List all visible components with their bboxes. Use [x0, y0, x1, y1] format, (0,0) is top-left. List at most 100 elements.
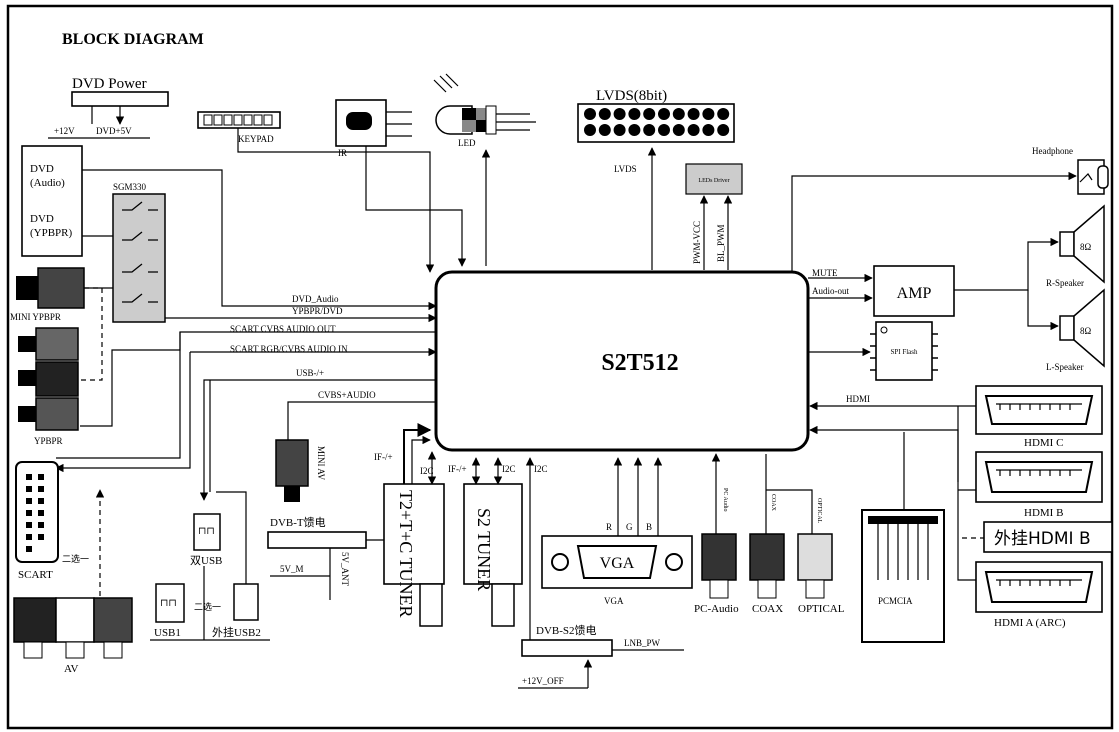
s2-tuner: S2 TUNER: [463, 483, 523, 627]
dvd-ypbpr-label-2: (YPBPR): [30, 227, 73, 239]
hdmi-signal-label: HDMI: [846, 394, 870, 404]
coax-jack: [749, 533, 785, 599]
lvds-pin: [598, 108, 611, 120]
av-jack-2: [55, 597, 95, 643]
page-border: [6, 4, 1114, 730]
ext-usb2-port: [233, 583, 259, 621]
leds-driver-label: LEDs Driver: [698, 178, 729, 184]
signal-scart-in: SCART RGB/CVBS AUDIO IN: [230, 344, 348, 354]
amp-block: [873, 265, 955, 317]
mini-av-label: MINI AV: [316, 446, 326, 481]
keypad-label: KEYPAD: [238, 134, 274, 144]
ext-hdmi-b-box: [983, 521, 1113, 553]
av-label: AV: [64, 663, 79, 675]
lvds-pin: [687, 108, 700, 120]
svg-text:⊓⊓: ⊓⊓: [160, 598, 177, 609]
signal-ypbpr-dvd: YPBPR/DVD: [292, 306, 343, 316]
lvds-pin: [717, 124, 730, 136]
signal-dvd-audio: DVD_Audio: [292, 294, 339, 304]
lvds-pin: [658, 108, 670, 120]
spi-flash-label: SPI Flash: [890, 348, 918, 356]
r-speaker-label: R-Speaker: [1046, 278, 1084, 288]
hdmi-c-port: [975, 385, 1103, 435]
lvds-pin: [672, 108, 685, 120]
i2c-label-2: I2C: [502, 464, 516, 474]
hdmi-a-port: [975, 561, 1103, 613]
vga-b-label: B: [646, 522, 652, 532]
ypbpr-jack-pb: [35, 361, 79, 397]
s2-tuner-label: S2 TUNER: [474, 508, 494, 591]
pcmcia-slot: [861, 509, 945, 643]
select-one-label-2: 二选一: [194, 601, 221, 612]
sgm330-label: SGM330: [113, 182, 147, 192]
lvds-pin: [672, 124, 685, 136]
lvds-pin: [584, 108, 596, 120]
dvbs2-feed-label: DVB-S2馈电: [536, 624, 597, 637]
v12-off-label: +12V_OFF: [522, 676, 564, 686]
sgm330-block: [112, 193, 166, 323]
dvd-power-label: DVD Power: [72, 76, 147, 92]
ypbpr-jack-pr: [35, 397, 79, 431]
i2c-label-1: I2C: [420, 466, 434, 476]
lvds-pin: [613, 108, 626, 120]
mini-ypbpr-jack: [37, 267, 85, 309]
lvds-pin: [717, 108, 730, 120]
pc-audio-label: PC-Audio: [694, 603, 739, 615]
headphone-label: Headphone: [1032, 146, 1073, 156]
vga-g-label: G: [626, 522, 633, 532]
mini-av-jack: [275, 439, 309, 487]
scart-label: SCART: [18, 569, 53, 581]
vga-label: VGA: [604, 596, 624, 606]
scart-connector: [15, 461, 59, 563]
pc-audio-jack: [701, 533, 737, 599]
lvds-pin: [687, 124, 700, 136]
dvbs2-feed-block: [521, 639, 613, 657]
dvd-audio-label-1: DVD: [30, 163, 54, 175]
pcmcia-label: PCMCIA: [878, 596, 913, 606]
scart-pins: [26, 474, 44, 552]
usb1-label: USB1: [154, 627, 181, 639]
dvd-power-block: [71, 91, 169, 107]
dual-usb-label: 双USB: [190, 554, 222, 567]
dvbt-feed-label: DVB-T馈电: [270, 516, 326, 529]
optical-small-label: OPTICAL: [816, 498, 822, 524]
select-one-label-1: 二选一: [62, 553, 89, 564]
led-label: LED: [458, 138, 476, 148]
i2c-label-3: I2C: [534, 464, 548, 474]
ir-label: IR: [338, 148, 347, 158]
vga-inner-label: VGA: [600, 555, 635, 572]
led-indicator: [433, 73, 536, 135]
signal-scart-out: SCART CVBS AUDIO OUT: [230, 324, 336, 334]
av-jack-3: [93, 597, 133, 643]
ext-hdmi-b-label: 外挂HDMI B: [994, 529, 1091, 549]
keypad-pins: [203, 114, 273, 126]
r-speaker: [1059, 204, 1105, 284]
l-speaker-ohm: 8Ω: [1080, 326, 1092, 336]
lvds-pin: [643, 108, 656, 120]
signal-usb: USB-/+: [296, 368, 324, 378]
t2-tuner: T2+T+C TUNER: [383, 483, 445, 627]
lvds-pin: [628, 124, 641, 136]
signal-cvbs-audio: CVBS+AUDIO: [318, 390, 376, 400]
v5m-label: 5V_M: [280, 564, 304, 574]
spi-flash-chip: [875, 321, 933, 381]
lvds-connector-label: LVDS(8bit): [596, 88, 667, 104]
l-speaker-label: L-Speaker: [1046, 362, 1083, 372]
main-chip: [434, 270, 810, 452]
vga-r-label: R: [606, 522, 612, 532]
bl-pwm-label: BL_PWM: [716, 224, 726, 262]
hdmi-b-port: [975, 451, 1103, 503]
lvds-pin: [702, 124, 715, 136]
if-label-1: IF-/+: [374, 452, 393, 462]
dvd-source-block: [21, 145, 83, 257]
ext-usb2-label: 外挂USB2: [212, 625, 261, 639]
if-label-2: IF-/+: [448, 464, 467, 474]
hdmi-b-label: HDMI B: [1024, 507, 1063, 519]
mute-label: MUTE: [812, 268, 838, 278]
dvbt-feed-block: [267, 531, 367, 549]
optical-jack: [797, 533, 833, 599]
av-jack-1: [13, 597, 57, 643]
dual-usb-port: [193, 513, 221, 551]
dvd-audio-label-2: (Audio): [30, 177, 65, 189]
